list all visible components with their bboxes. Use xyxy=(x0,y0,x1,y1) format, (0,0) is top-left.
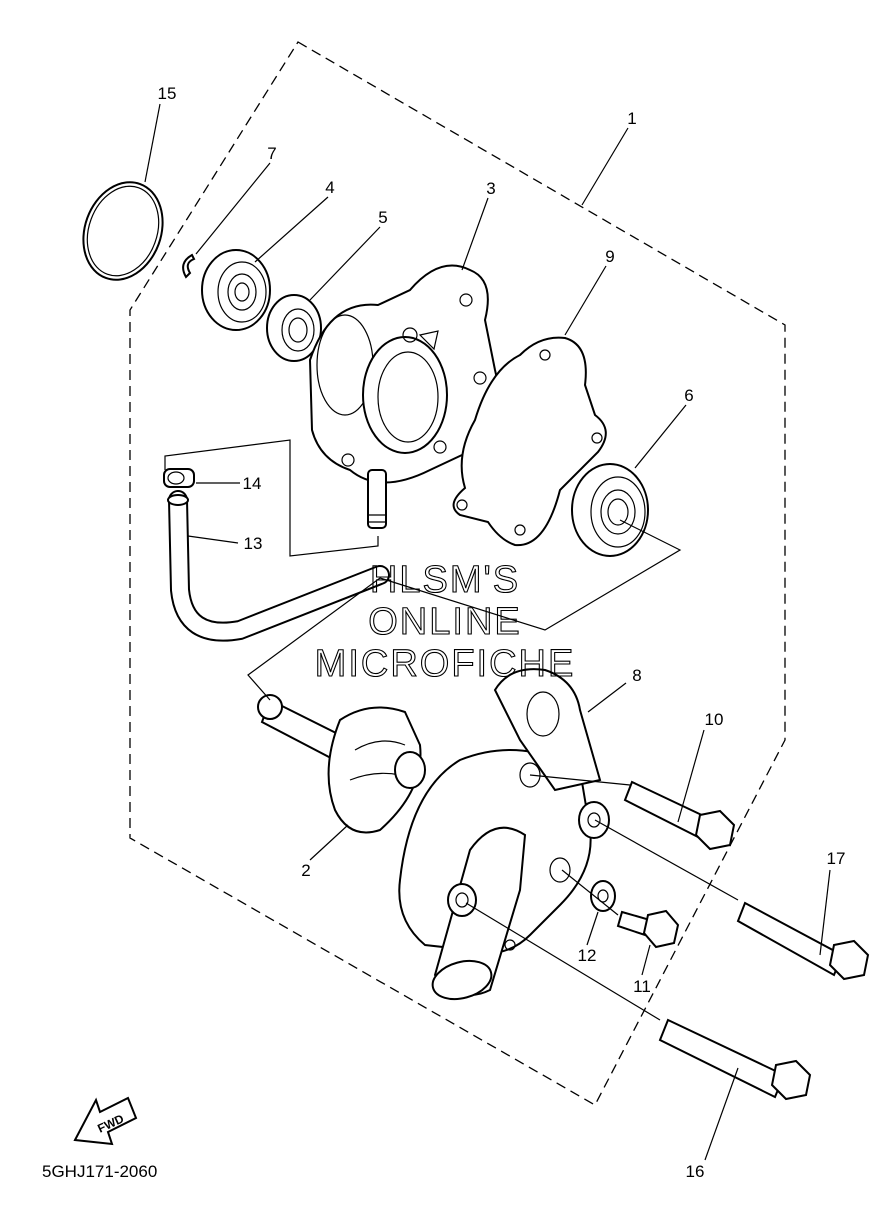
oil-seal xyxy=(266,294,322,362)
fwd-arrow: FWD xyxy=(73,1096,138,1146)
callout-13: 13 xyxy=(244,534,263,553)
callout-14: 14 xyxy=(243,474,262,493)
callout-5: 5 xyxy=(378,208,387,227)
callout-7: 7 xyxy=(267,144,276,163)
leader-lines xyxy=(144,103,831,1161)
impeller-shaft xyxy=(257,694,426,834)
callout-2: 2 xyxy=(301,861,310,880)
callout-15: 15 xyxy=(158,84,177,103)
bearing xyxy=(201,249,271,331)
watermark-line2: ONLINE xyxy=(368,601,521,643)
watermark-line1: HLSM'S xyxy=(370,559,520,601)
o-ring xyxy=(82,181,164,281)
bolt-16 xyxy=(658,1018,812,1101)
callout-4: 4 xyxy=(325,178,334,197)
callout-3: 3 xyxy=(486,179,495,198)
hose-clamp xyxy=(163,468,195,488)
callout-8: 8 xyxy=(632,666,641,685)
callout-6: 6 xyxy=(684,386,693,405)
callout-11: 11 xyxy=(633,977,651,996)
callout-1: 1 xyxy=(627,109,636,128)
gasket xyxy=(452,336,607,547)
circlip xyxy=(182,253,196,279)
washer xyxy=(590,880,616,912)
callout-9: 9 xyxy=(605,247,614,266)
callout-10: 10 xyxy=(705,710,724,729)
callout-16: 16 xyxy=(686,1162,705,1181)
diagram-code: 5GHJ171-2060 xyxy=(42,1162,157,1181)
callout-17: 17 xyxy=(827,849,846,868)
callout-12: 12 xyxy=(578,946,597,965)
bearing-6 xyxy=(571,463,649,557)
assembly-outline xyxy=(129,41,786,1106)
callouts: 1 2 3 4 5 6 7 8 9 10 11 12 13 14 15 16 1… xyxy=(158,84,846,1181)
housing-cover xyxy=(308,264,500,529)
watermark: HLSM'S ONLINE MICROFICHE xyxy=(314,558,576,685)
bolt-11 xyxy=(616,909,680,949)
watermark-line3: MICROFICHE xyxy=(315,643,576,685)
bolt-17 xyxy=(736,901,870,981)
